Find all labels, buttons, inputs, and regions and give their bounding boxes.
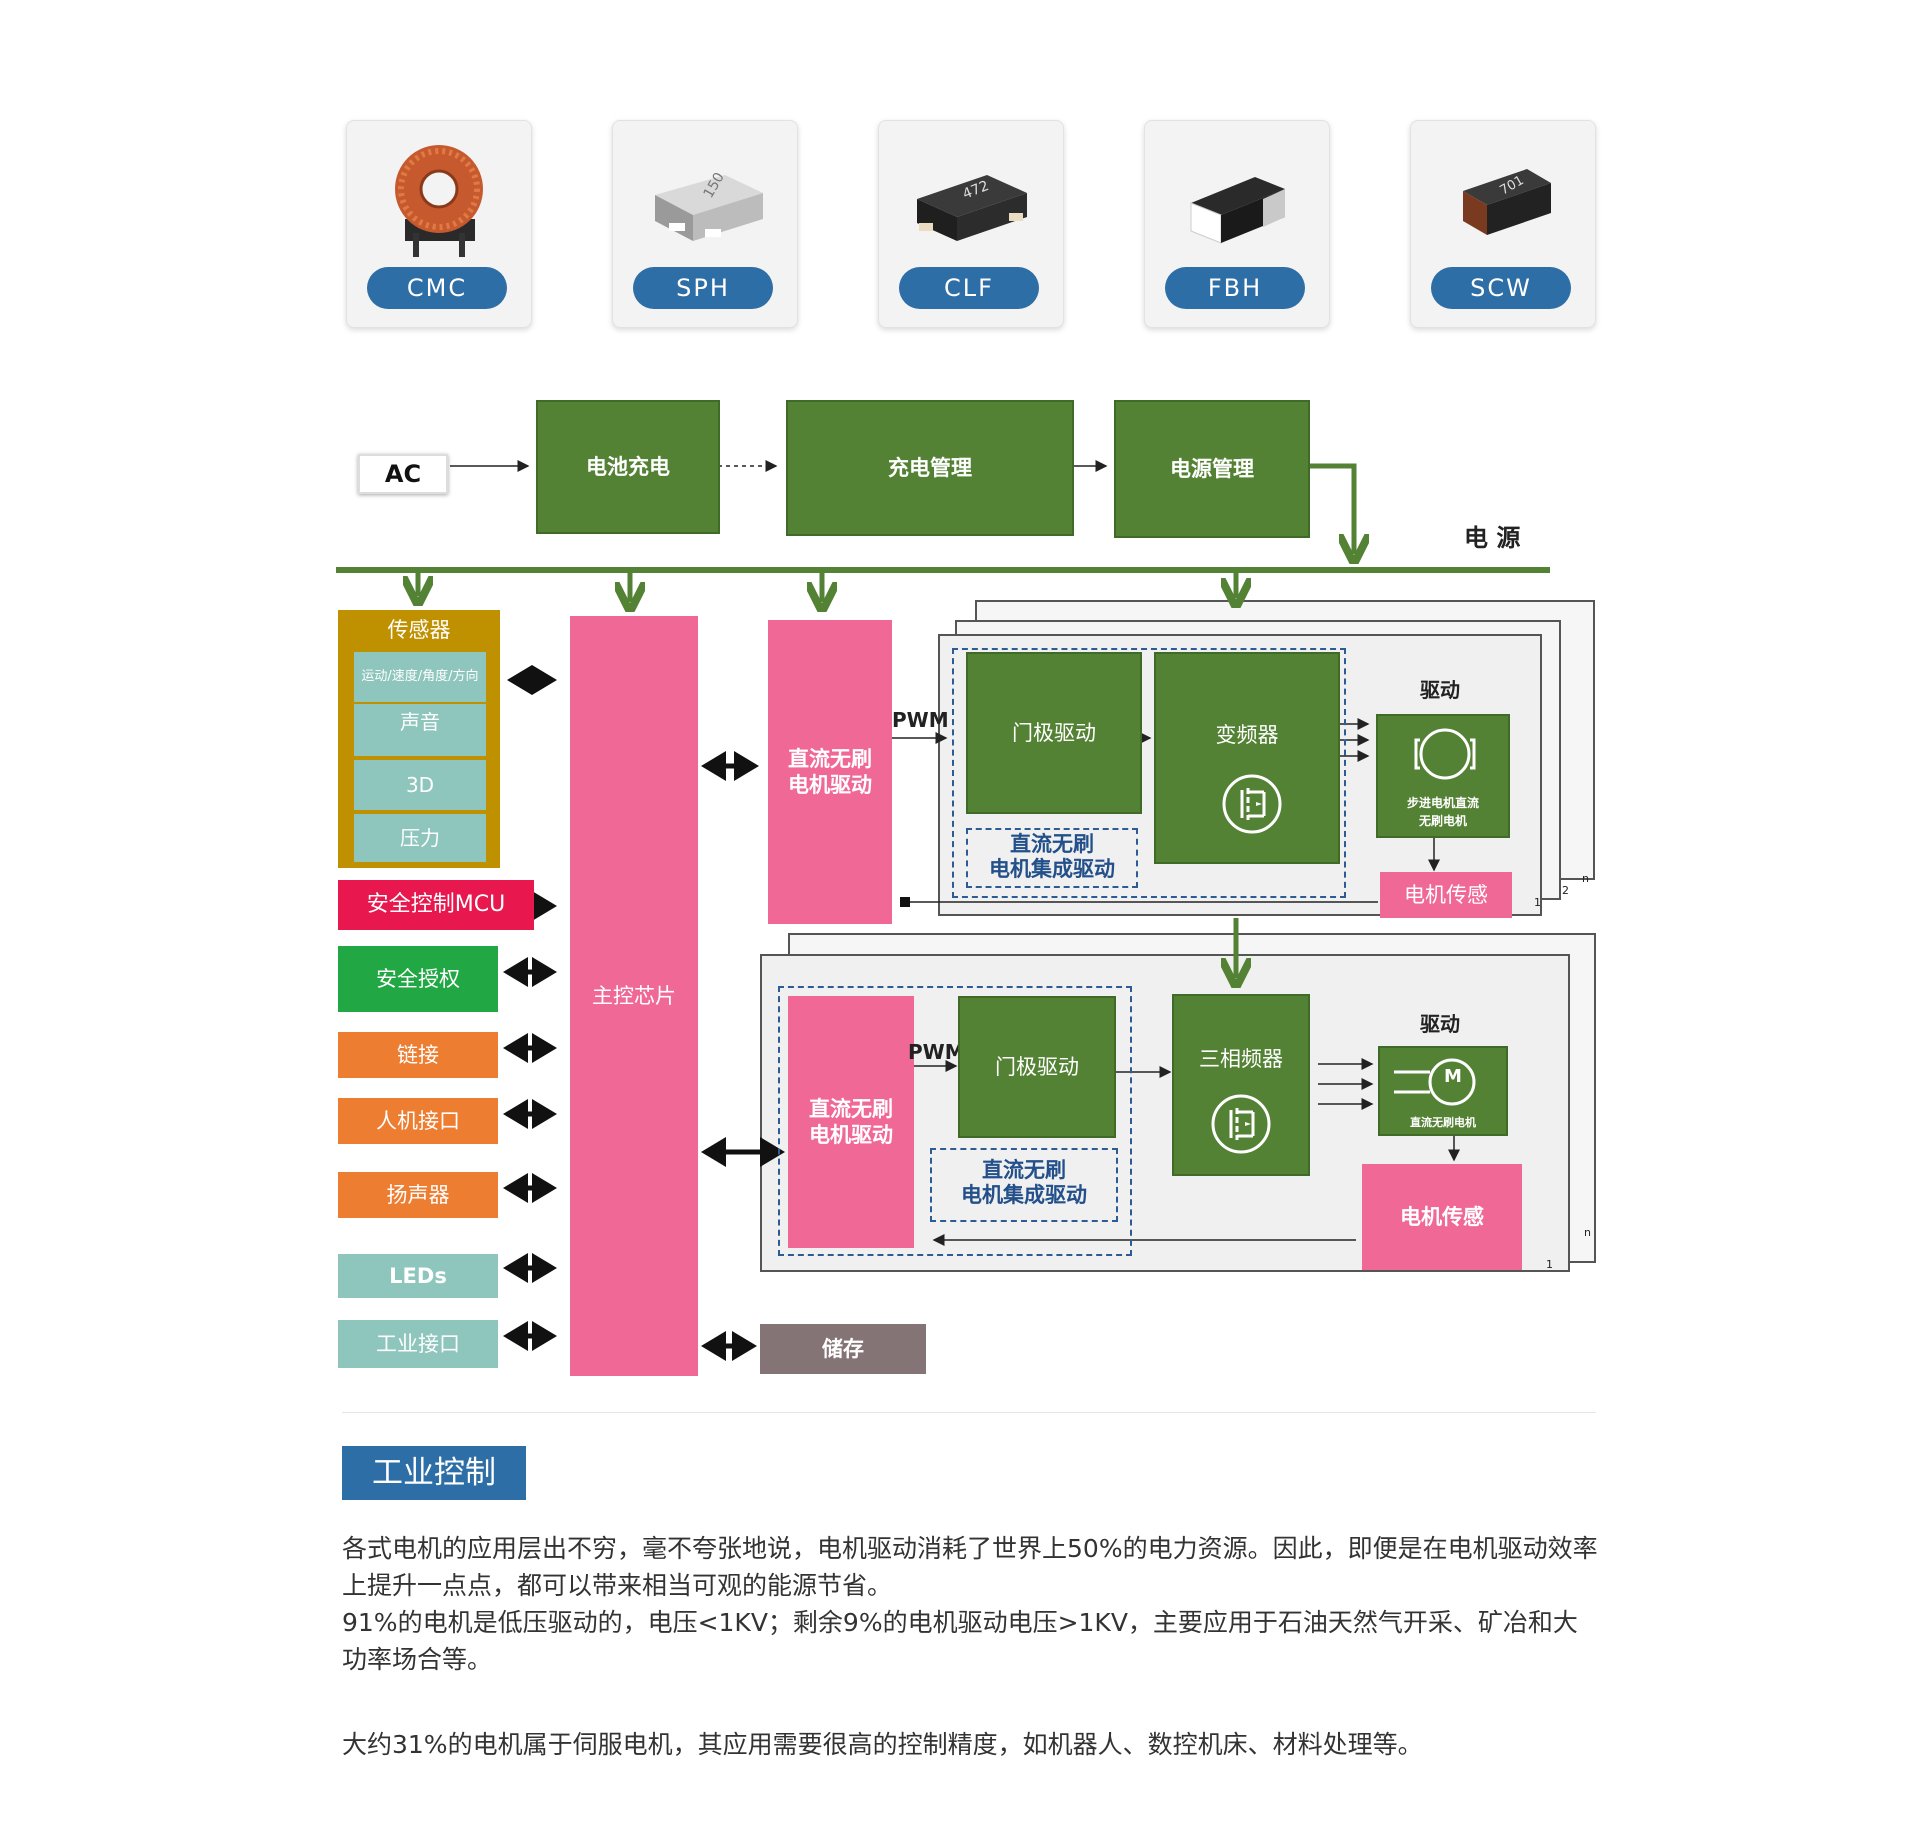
product-card-fbh[interactable]: FBH	[1144, 120, 1330, 328]
product-card-clf[interactable]: 472 CLF	[878, 120, 1064, 328]
product-card-sph[interactable]: 150 SPH	[612, 120, 798, 328]
sensor-title: 传感器	[387, 618, 451, 642]
motor-letter: M	[1444, 1066, 1462, 1087]
product-label: SCW	[1431, 267, 1571, 309]
lower-motor-label: 直流无刷电机	[1410, 1116, 1476, 1129]
power-bus-label: 电 源	[1464, 524, 1521, 552]
lower-integrated-driver-frame	[778, 986, 1132, 1256]
product-card-scw[interactable]: 701 SCW	[1410, 120, 1596, 328]
hmi-block[interactable]: 人机接口	[338, 1098, 498, 1144]
chip-inductor-icon: 701	[1463, 169, 1551, 235]
connectivity-block[interactable]: 链接	[338, 1032, 498, 1078]
security-auth-block[interactable]: 安全授权	[338, 946, 498, 1012]
charge-management-block[interactable]: 充电管理	[786, 400, 1074, 536]
upper-motor-sense-block[interactable]: 电机传感	[1380, 872, 1512, 918]
section-tag: 工业控制	[342, 1446, 526, 1500]
sensor-sound: 声音	[354, 704, 486, 756]
lower-inverter-label: 三相频器	[1199, 1047, 1283, 1071]
power-management-block[interactable]: 电源管理	[1114, 400, 1310, 538]
speaker-block[interactable]: 扬声器	[338, 1172, 498, 1218]
motor-icon	[1414, 728, 1476, 780]
ferrite-bead-icon	[1190, 177, 1285, 244]
sensor-group[interactable]: 传感器 运动/速度/角度/方向 声音 3D 压力	[338, 610, 500, 868]
lower-motor-sense-block[interactable]: 电机传感	[1362, 1164, 1522, 1270]
product-card-cmc[interactable]: CMC	[346, 120, 532, 328]
lower-motor-block[interactable]: M 直流无刷电机	[1378, 1046, 1508, 1136]
upper-integrated-driver-frame	[952, 648, 1346, 898]
lower-integrated-label: 直流无刷 电机集成驱动	[961, 1158, 1087, 1208]
safety-mcu-block[interactable]: 安全控制MCU	[338, 880, 534, 930]
paragraph-3: 大约31%的电机属于伺服电机，其应用需要很高的控制精度，如机器人、数控机床、材料…	[342, 1730, 1423, 1759]
sensor-motion: 运动/速度/角度/方向	[354, 652, 486, 702]
upper-gate-drive-block[interactable]: 门极驱动	[966, 652, 1142, 814]
upper-bldc-driver-block[interactable]: 直流无刷 电机驱动	[768, 620, 892, 924]
upper-motor-label: 步进电机直流 无刷电机	[1406, 796, 1479, 828]
upper-motor-block[interactable]: 步进电机直流 无刷电机	[1376, 714, 1510, 838]
lower-bldc-driver-block[interactable]: 直流无刷 电机驱动	[788, 996, 914, 1248]
smd-power-inductor-icon: 150	[655, 170, 763, 241]
product-label: SPH	[633, 267, 773, 309]
section-divider	[342, 1412, 1596, 1413]
leds-block[interactable]: LEDs	[338, 1254, 498, 1298]
product-label: FBH	[1165, 267, 1305, 309]
upper-drive-label: 驱动	[1420, 678, 1460, 702]
lower-inverter-block[interactable]: 三相频器	[1172, 994, 1310, 1176]
product-label: CMC	[367, 267, 507, 309]
paragraph-1: 各式电机的应用层出不穷，毫不夸张地说，电机驱动消耗了世界上50%的电力资源。因此…	[342, 1534, 1598, 1600]
upper-integrated-label-frame	[966, 828, 1138, 888]
sensor-3d: 3D	[354, 760, 486, 810]
toroid-inductor-icon	[395, 145, 483, 257]
ac-input: AC	[358, 454, 448, 494]
paragraph-2: 91%的电机是低压驱动的，电压<1KV；剩余9%的电机驱动电压>1KV，主要应用…	[342, 1608, 1578, 1674]
motor-m-icon	[1394, 1058, 1476, 1106]
storage-block[interactable]: 储存	[760, 1324, 926, 1374]
smd-inductor-icon: 472	[917, 175, 1027, 241]
lower-integrated-label-frame	[930, 1148, 1118, 1222]
product-label: CLF	[899, 267, 1039, 309]
upper-stack-n: n	[1582, 872, 1589, 885]
lower-drive-label: 驱动	[1420, 1012, 1460, 1036]
sensor-pressure: 压力	[354, 814, 486, 862]
lower-pwm-label: PWM	[908, 1040, 965, 1064]
industrial-interface-block[interactable]: 工业接口	[338, 1320, 498, 1368]
lower-gate-drive-block[interactable]: 门极驱动	[958, 996, 1116, 1138]
upper-inverter-block[interactable]: 变频器	[1154, 652, 1340, 864]
lower-stack-n: n	[1584, 1226, 1591, 1239]
main-chip-block[interactable]: 主控芯片	[570, 616, 698, 1376]
upper-inverter-label: 变频器	[1215, 723, 1279, 747]
upper-integrated-label: 直流无刷 电机集成驱动	[989, 832, 1115, 882]
mosfet-icon	[1222, 774, 1282, 834]
lower-stack-1: 1	[1546, 1258, 1553, 1271]
upper-stack-2: 2	[1562, 884, 1569, 897]
battery-charge-block[interactable]: 电池充电	[536, 400, 720, 534]
mosfet-icon	[1211, 1094, 1271, 1154]
upper-stack-1: 1	[1534, 896, 1541, 909]
upper-pwm-label: PWM	[892, 708, 949, 732]
